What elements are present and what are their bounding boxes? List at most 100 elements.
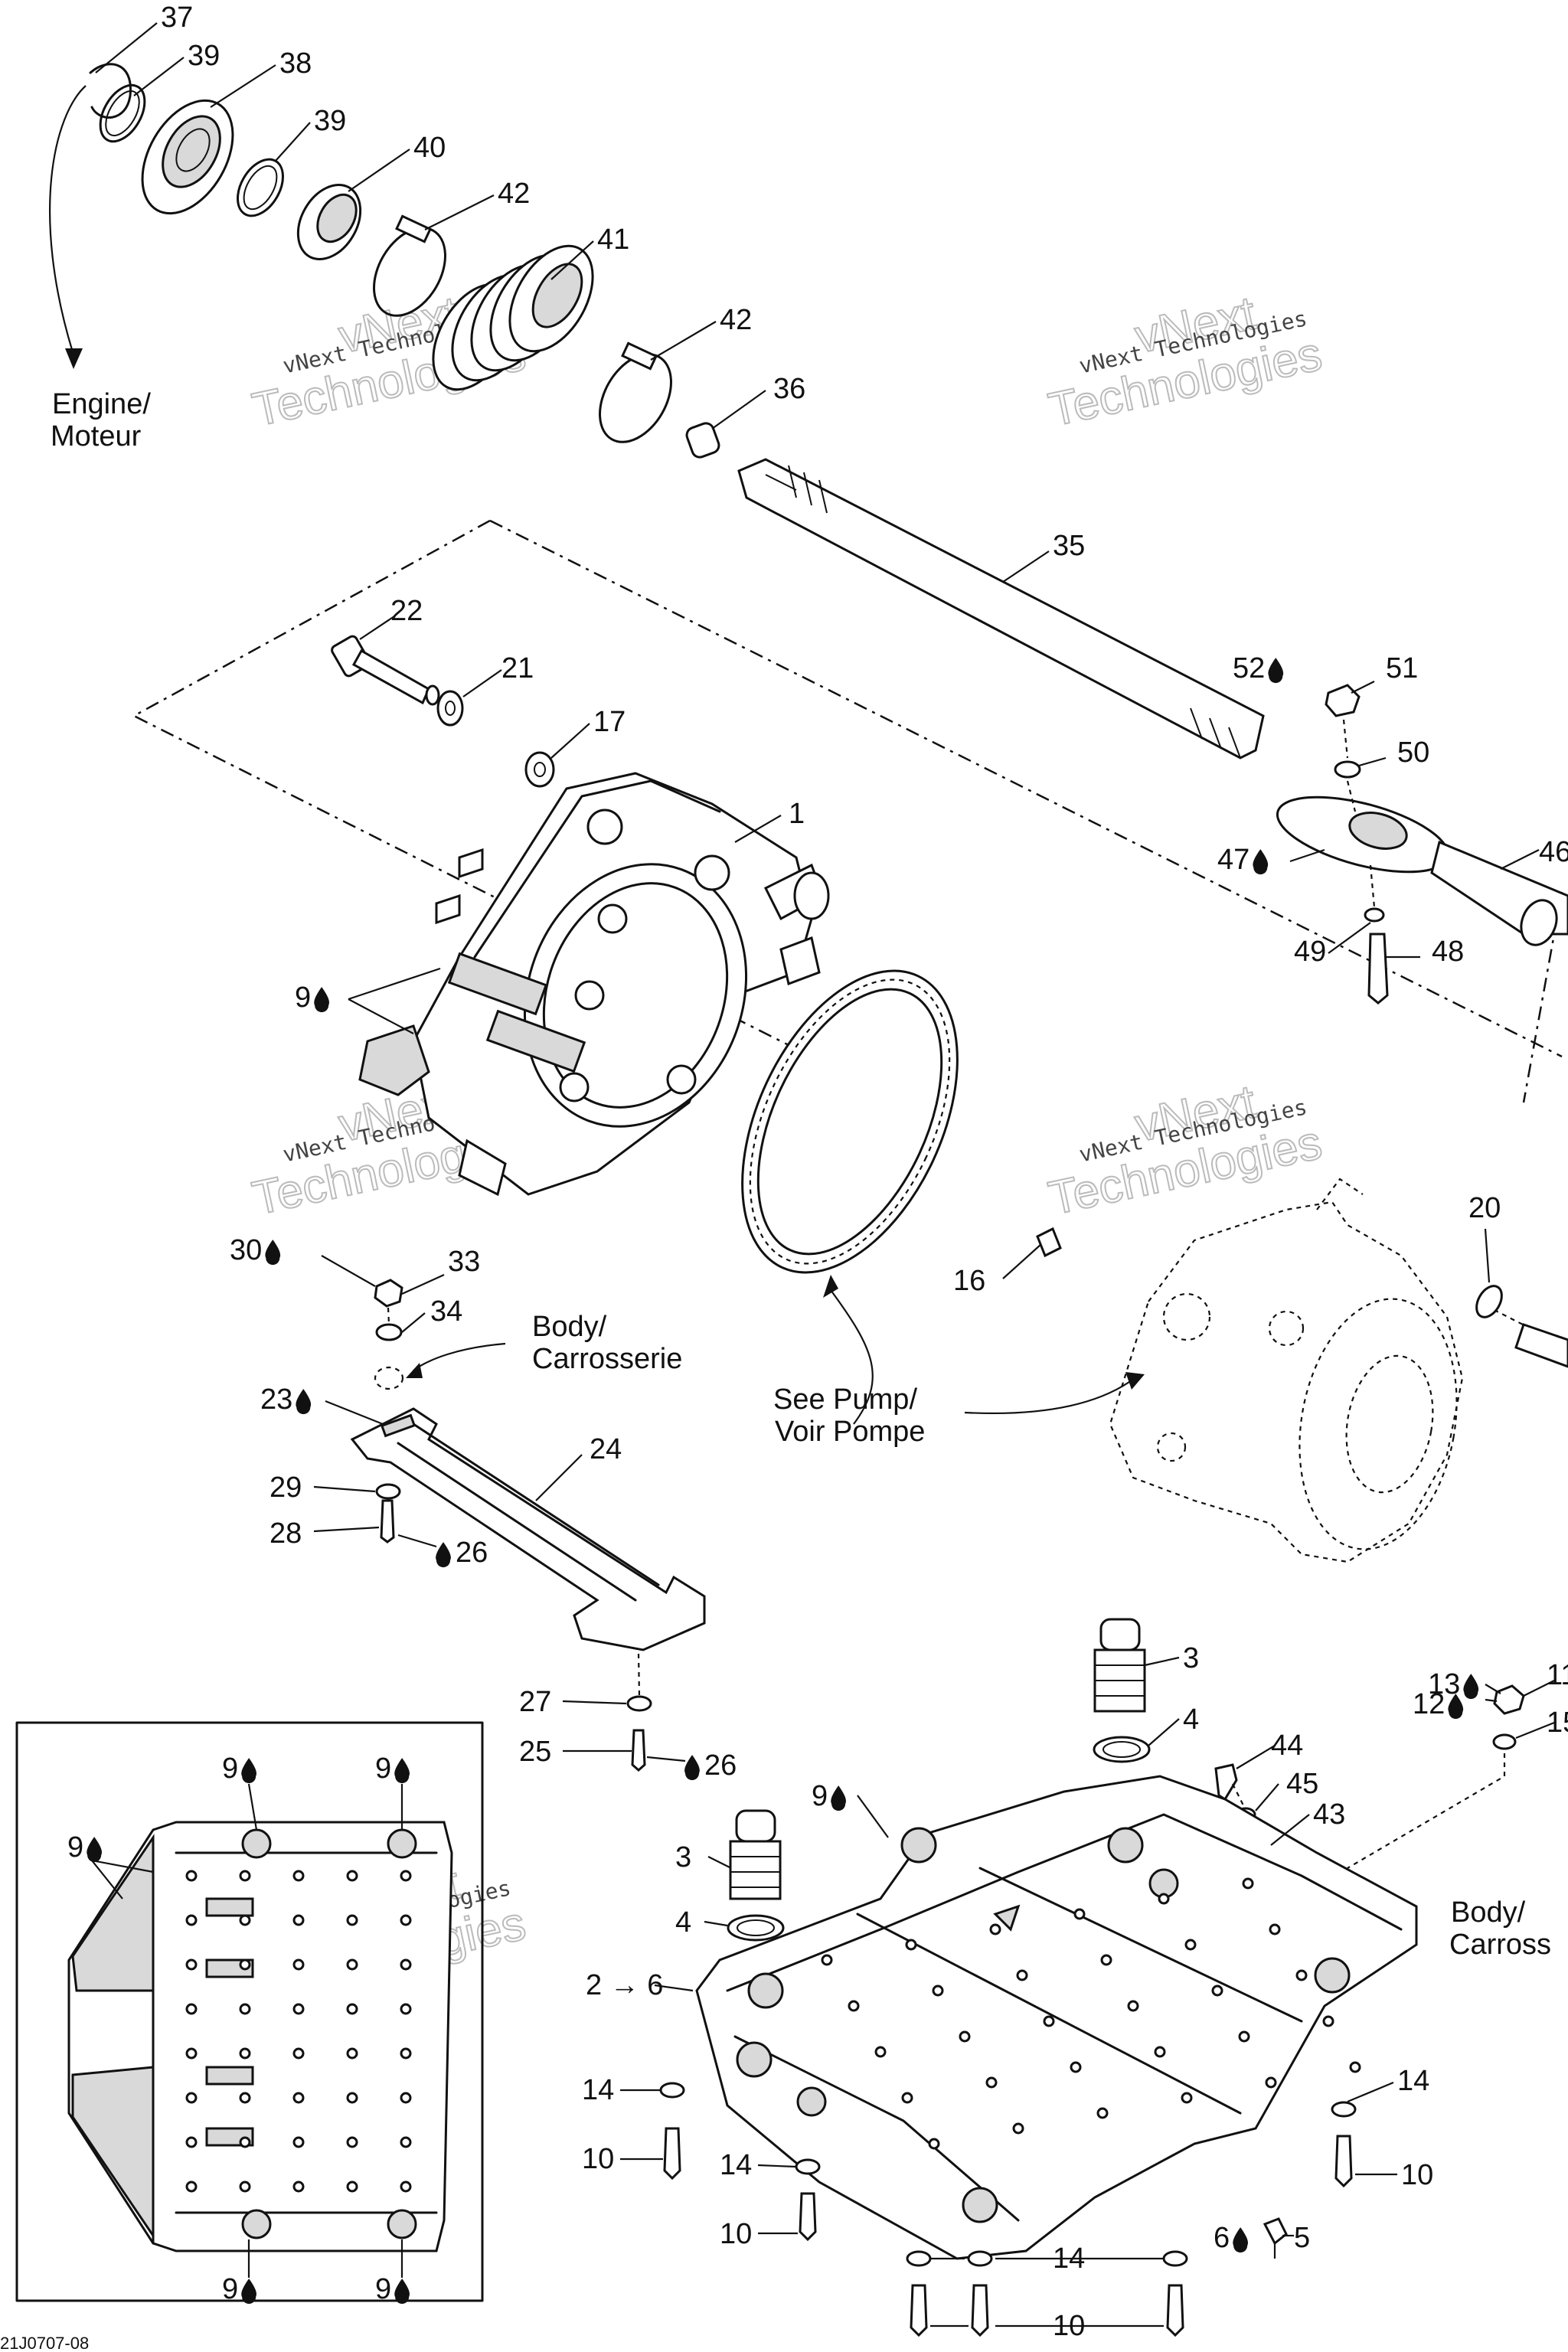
clamp-42b <box>599 353 672 443</box>
mounting-hole <box>928 2138 940 2150</box>
gasket-4a <box>1093 1736 1151 1763</box>
note-body-line1: Body/ <box>532 1311 607 1343</box>
body-arrow-left <box>413 1342 506 1371</box>
drop-icon <box>296 1389 312 1415</box>
callout-23: 23 <box>260 1383 292 1416</box>
drop-icon <box>241 1758 256 1784</box>
drop-icon <box>394 1758 410 1784</box>
mounting-hole <box>400 1870 412 1882</box>
mounting-hole <box>1016 1969 1028 1981</box>
callout-51: 51 <box>1386 652 1418 684</box>
ride-plate <box>695 1775 1418 2260</box>
mounting-hole <box>346 1958 358 1971</box>
mounting-hole <box>292 2003 305 2015</box>
mounting-hole <box>346 2047 358 2060</box>
mounting-hole <box>185 1914 198 1926</box>
mounting-hole <box>292 1958 305 1971</box>
support-bracket-24 <box>350 1407 706 1651</box>
callout-27: 27 <box>519 1686 551 1718</box>
engine-direction-arrow <box>49 85 87 353</box>
callout-11: 11 <box>1547 1659 1568 1691</box>
callout-30: 30 <box>230 1234 262 1266</box>
washer-20 <box>1475 1285 1503 1318</box>
callout-24: 24 <box>590 1433 622 1465</box>
callout-leaders <box>91 22 1555 2328</box>
inset-holes <box>185 1870 412 2193</box>
drop-icon <box>1463 1674 1479 1700</box>
callout-15: 15 <box>1547 1707 1568 1739</box>
mounting-hole <box>292 2047 305 2060</box>
mounting-hole <box>346 2136 358 2148</box>
callout-14d: 14 <box>1053 2243 1085 2275</box>
washer-21 <box>436 690 464 727</box>
note-body-right-line1: Body/ <box>1451 1896 1526 1929</box>
mounting-hole <box>1043 2015 1055 2027</box>
drain-plug-3b <box>729 1809 782 1900</box>
callout-12: 12 <box>1413 1688 1445 1720</box>
callout-9c: 9 <box>222 1753 238 1785</box>
callouts: 37 39 38 39 40 42 41 42 36 35 22 21 17 1… <box>67 2 1568 2342</box>
mounting-hole <box>239 1914 251 1926</box>
screw-28 <box>380 1499 395 1544</box>
bellows-41 <box>432 244 594 391</box>
drop-icon <box>684 1755 700 1781</box>
ride-plate-holes <box>821 1877 1361 2150</box>
shaft-end <box>1514 1323 1568 1368</box>
drain-plug-3a <box>1093 1618 1146 1713</box>
callout-1: 1 <box>789 798 805 830</box>
callout-36: 36 <box>773 373 805 405</box>
note-body-line2: Carrosserie <box>532 1343 682 1375</box>
mounting-hole <box>239 2092 251 2104</box>
jet-pump-housing <box>1109 1178 1464 1563</box>
mounting-hole <box>239 2047 251 2060</box>
washer-50 <box>1334 760 1361 779</box>
washer-34 <box>375 1323 403 1341</box>
mounting-hole <box>1012 2122 1024 2135</box>
mounting-hole <box>1211 1984 1223 1997</box>
mounting-hole <box>400 1958 412 1971</box>
mounting-hole <box>185 2047 198 2060</box>
mounting-hole <box>239 1870 251 1882</box>
mounting-hole <box>292 2136 305 2148</box>
mounting-hole <box>400 2047 412 2060</box>
callout-10b: 10 <box>720 2218 752 2250</box>
mounting-hole <box>1154 2046 1166 2058</box>
mounting-hole <box>400 1914 412 1926</box>
bolt-22 <box>331 635 440 706</box>
see-pump-arrow-right <box>964 1381 1130 1415</box>
mounting-hole <box>1242 1877 1254 1890</box>
mounting-hole <box>185 1870 198 1882</box>
mounting-hole <box>1322 2015 1334 2027</box>
drop-icon <box>314 987 329 1013</box>
callout-39a: 39 <box>188 40 220 72</box>
mounting-hole <box>292 1914 305 1926</box>
mounting-hole <box>985 2076 998 2089</box>
mounting-hole <box>400 2180 412 2193</box>
mounting-hole <box>292 1870 305 1882</box>
gasket-4b <box>727 1914 785 1942</box>
mounting-hole <box>1265 2076 1277 2089</box>
mounting-hole <box>901 2092 913 2104</box>
mounting-hole <box>346 1870 358 1882</box>
screw-25 <box>631 1729 646 1772</box>
callout-9e: 9 <box>67 1831 83 1864</box>
mounting-hole <box>185 2136 198 2148</box>
mounting-hole <box>932 1984 944 1997</box>
callout-17: 17 <box>593 706 626 738</box>
callout-26a: 26 <box>456 1537 488 1569</box>
mounting-hole <box>400 2003 412 2015</box>
mounting-hole <box>239 2136 251 2148</box>
callout-4b: 4 <box>675 1906 691 1939</box>
sleeve-36 <box>685 422 720 459</box>
callout-52: 52 <box>1233 652 1265 684</box>
callout-3a: 3 <box>1183 1642 1199 1674</box>
callout-25: 25 <box>519 1736 551 1768</box>
callout-48: 48 <box>1432 936 1464 968</box>
callout-9f: 9 <box>222 2273 238 2305</box>
callout-9a: 9 <box>295 982 311 1014</box>
callout-29: 29 <box>270 1472 302 1504</box>
mounting-hole <box>848 2000 860 2012</box>
mounting-hole <box>400 2136 412 2148</box>
callout-10a: 10 <box>582 2143 614 2175</box>
